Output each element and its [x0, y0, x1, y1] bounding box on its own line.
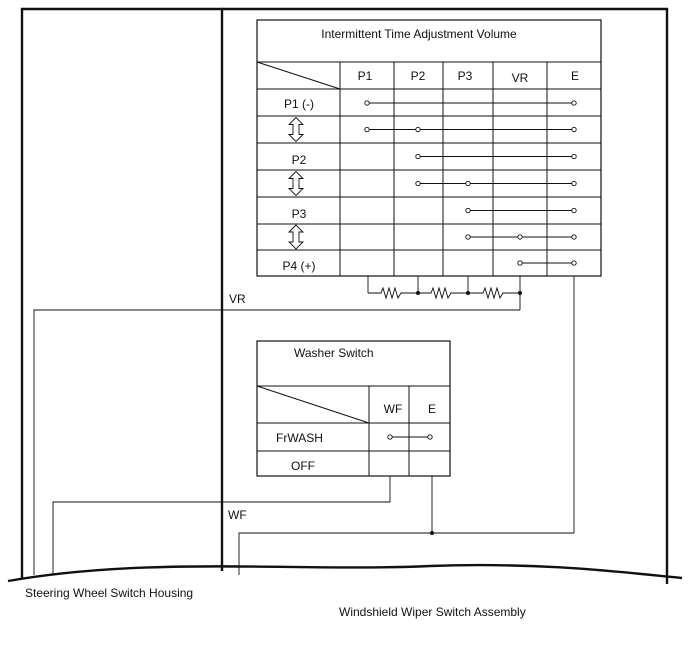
column-header-wf: WF: [384, 402, 403, 416]
row-label-p4: P4 (+): [282, 259, 315, 273]
terminal-point: [517, 234, 523, 240]
terminal-point: [364, 126, 370, 133]
column-header-e: E: [571, 69, 579, 83]
intermittent-table-frame: [256, 19, 602, 277]
terminal-point: [571, 234, 577, 240]
terminal-point: [364, 100, 370, 106]
terminal-point: [571, 207, 577, 214]
washer-table-title: Washer Switch: [294, 346, 374, 360]
terminal-point: [465, 180, 471, 187]
header-diagonal: [256, 61, 341, 90]
vr-wire-label: VR: [229, 292, 246, 306]
wiper-switch-assembly: [222, 7, 669, 584]
terminal-point: [571, 153, 577, 160]
washer-table-frame: [256, 340, 451, 477]
wf-wire-label: WF: [228, 508, 247, 522]
row-label-off: OFF: [291, 459, 315, 473]
washer-connections: [387, 434, 433, 440]
terminal-point: [415, 153, 421, 160]
row-label-p1: P1 (-): [284, 97, 314, 111]
resistor-3: [468, 286, 520, 300]
washer-switch-table: Washer Switch WF E FrWASH OFF: [256, 340, 451, 477]
column-header-washer-e: E: [428, 402, 436, 416]
vr-wire: VR: [33, 292, 520, 575]
steering-wheel-housing: [20, 7, 224, 578]
terminal-point: [571, 260, 577, 266]
terminal-point: [465, 234, 471, 240]
row-label-p2: P2: [292, 153, 307, 167]
column-header-p2: P2: [411, 69, 426, 83]
row-label-frwash: FrWASH: [276, 431, 323, 445]
terminal-point: [517, 260, 523, 266]
resistor-2: [418, 286, 468, 300]
wiper-assembly-outline: [222, 7, 669, 584]
terminal-point: [415, 180, 421, 187]
intermittent-connections: [364, 100, 577, 266]
resistor-1: [368, 286, 418, 300]
steering-wheel-housing-label: Steering Wheel Switch Housing: [25, 586, 193, 600]
ground-wire: [238, 276, 575, 575]
terminal-point: [465, 207, 471, 214]
intermittent-table-title: Intermittent Time Adjustment Volume: [321, 27, 517, 41]
column-header-p3: P3: [458, 69, 473, 83]
column-header-p1: P1: [358, 69, 373, 83]
resistor-network: [367, 276, 522, 310]
terminal-point: [427, 434, 433, 440]
washer-header-diagonal: [256, 385, 370, 424]
terminal-point: [571, 180, 577, 187]
up-down-arrow-icon: [287, 224, 305, 250]
terminal-point: [415, 126, 421, 133]
up-down-arrow-icon: [287, 170, 305, 197]
terminal-point: [387, 434, 393, 440]
wf-wire: WF: [52, 476, 391, 575]
up-down-arrow-icon: [287, 116, 305, 143]
row-label-p3: P3: [292, 207, 307, 221]
intermittent-volume-table: Intermittent Time Adjustment Volume P1 P…: [256, 19, 602, 277]
terminal-point: [571, 126, 577, 133]
housing-break-line: [7, 563, 683, 583]
column-header-vr: VR: [512, 71, 529, 85]
steering-housing-outline: [20, 7, 224, 578]
terminal-point: [571, 100, 577, 106]
wiper-assembly-label: Windshield Wiper Switch Assembly: [339, 605, 526, 619]
